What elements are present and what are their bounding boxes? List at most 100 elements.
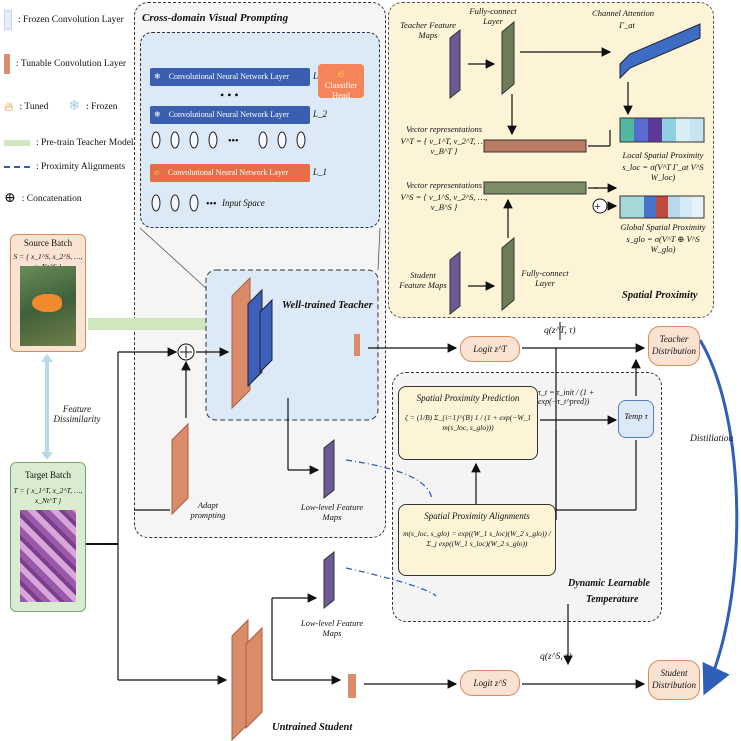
legend-frozen-layer-text: : Frozen Convolution Layer <box>18 15 124 25</box>
source-image <box>20 266 76 346</box>
target-batch-formula: T = { x_1^T, x_2^T, …, x_Nt^T } <box>13 486 83 505</box>
local-proximity-formula: s_loc = σ(V^T Γ_at V^S W_loc) <box>622 162 704 182</box>
vt-bar <box>483 139 587 153</box>
classifier-head-label: Classifier Head <box>324 80 358 100</box>
q-teacher: q(z^T, τ) <box>544 326 576 336</box>
dashdot-line-swatch <box>4 166 30 168</box>
cnn-layer-1-label: Convolutional Neural Network Layer <box>167 168 289 177</box>
feature-dissimilarity-label: Feature Dissimilarity <box>53 404 101 424</box>
student-feature-maps-label: Student Feature Maps <box>399 270 447 290</box>
teacher-feature-maps-label: Teacher Feature Maps <box>400 20 456 40</box>
cross-domain-title: Cross-domain Visual Prompting <box>142 12 289 24</box>
tunable-layer-swatch <box>4 54 10 74</box>
concat-icon: ⊕ <box>4 191 16 206</box>
vec-rep-s-label: Vector representations <box>405 180 483 190</box>
logit-teacher-text: Logit z^T <box>473 344 507 354</box>
cnn-layer-2: ❄ Convolutional Neural Network Layer <box>150 106 310 124</box>
legend-concat: ⊕ : Concatenation <box>4 190 82 207</box>
adapt-prompting-label: Adapt prompting <box>190 500 226 520</box>
spatial-proximity-graphics: + <box>449 20 705 316</box>
spp-formula: ζ = (1/B) Σ_{i=1}^{B} 1 / (1 + exp(−W_1 … <box>404 413 532 432</box>
channel-attention-label: Channel Attention <box>592 8 654 18</box>
local-proximity-title: Local Spatial Proximity <box>622 150 704 160</box>
snowflake-icon: ❄ <box>154 72 161 81</box>
input-space-label: Input Space <box>222 198 265 208</box>
distillation-label: Distillation <box>690 434 734 444</box>
low-level-label-teacher: Low-level Feature Maps <box>300 502 364 522</box>
legend-pretrain-text: : Pre-train Teacher Model <box>36 138 134 148</box>
teacher-logit-layer <box>354 334 360 356</box>
distillation-arc <box>698 339 739 696</box>
spa-formula: m(s_loc, s_glo) = exp((W_1 s_loc)(W_2 s_… <box>403 529 551 548</box>
legend-tunable-layer: : Tunable Convolution Layer <box>4 54 126 74</box>
adapt-prompting-layer <box>171 422 189 516</box>
teacher-lowlevel-map <box>323 438 335 500</box>
dlt-title-1: Dynamic Learnable <box>568 578 650 589</box>
spa-box: Spatial Proximity Alignments m(s_loc, s_… <box>398 504 556 576</box>
spp-box: Spatial Proximity Prediction ζ = (1/B) Σ… <box>398 386 538 460</box>
fc-layer-bottom-label: Fully-connect Layer <box>521 268 569 288</box>
local-proximity-block <box>619 117 705 143</box>
green-arrow-swatch <box>4 140 30 146</box>
temp-text: Temp τ <box>624 411 648 421</box>
logit-student-text: Logit z^S <box>473 678 507 688</box>
teacher-layer-3 <box>259 298 273 374</box>
dlt-title-2: Temperature <box>586 594 639 605</box>
temp-box: Temp τ <box>618 400 654 438</box>
svg-text:+: + <box>594 199 601 213</box>
layer-id-1: L_1 <box>313 167 328 177</box>
legend-frozen-text: : Frozen <box>86 101 118 112</box>
legend-proximity: : Proximity Alignments <box>4 162 125 172</box>
teacher-distribution-box: Teacher Distribution <box>648 326 700 366</box>
svg-text:•••: ••• <box>206 199 217 210</box>
prompt-nodes: ••• ••• <box>151 131 306 212</box>
student-distribution-box: Student Distribution <box>648 660 700 700</box>
target-image <box>20 510 76 602</box>
legend-proximity-text: : Proximity Alignments <box>36 162 126 172</box>
vt-formula: V^T = { v_1^T, v_2^T, …, v_B^T } <box>400 136 488 156</box>
teacher-label: Well-trained Teacher <box>282 300 373 311</box>
cnn-layer-n: ❄ Convolutional Neural Network Layer <box>150 68 310 86</box>
teacher-distribution-text: Teacher Distribution <box>651 334 696 356</box>
ellipsis-dots: • • • <box>220 88 239 102</box>
flame-icon: 🔥︎ <box>337 69 345 80</box>
low-level-label-student: Low-level Feature Maps <box>300 618 364 638</box>
svg-text:•••: ••• <box>228 136 239 147</box>
fc-layer-top-label: Fully-connect Layer <box>469 6 517 26</box>
fc-top-shape <box>501 20 515 96</box>
student-layer-2 <box>245 626 263 730</box>
global-proximity-block <box>619 195 705 219</box>
logit-student-box: Logit z^S <box>460 670 520 696</box>
legend-tuned-frozen: 🔥︎ : Tuned ❄ : Frozen <box>4 98 117 115</box>
student-logit-layer <box>348 674 356 698</box>
teacher-feature-map-shape <box>449 28 461 100</box>
frozen-layer-swatch <box>4 10 12 30</box>
proximity-curve-teacher <box>345 459 433 501</box>
vs-formula: V^S = { v_1^S, v_2^S, …, v_B^S } <box>400 192 488 212</box>
cnn-layer-n-label: Convolutional Neural Network Layer <box>168 72 289 81</box>
legend-tunable-layer-text: : Tunable Convolution Layer <box>16 59 127 69</box>
classifier-head: 🔥︎ Classifier Head <box>318 64 364 100</box>
flame-icon: 🔥︎ <box>154 168 160 177</box>
channel-attention-bar <box>619 23 701 80</box>
legend-frozen-layer: : Frozen Convolution Layer <box>4 10 124 30</box>
dissimilarity-arrow <box>41 354 53 460</box>
tau-formula: τ_t = τ_init / (1 + exp(−τ_t^pred)) <box>538 388 595 406</box>
teacher-layer-1 <box>231 276 251 410</box>
q-student: q(z^S, τ) <box>540 652 572 662</box>
channel-attention-symbol: Γ_at <box>619 20 635 30</box>
cnn-layer-1: 🔥︎ Convolutional Neural Network Layer <box>150 164 310 182</box>
legend-pretrain: : Pre-train Teacher Model <box>4 138 134 148</box>
global-proximity-formula: s_glo = σ(V^T ⊕ V^S W_glo) <box>626 234 700 254</box>
spp-title: Spatial Proximity Prediction <box>416 393 520 403</box>
student-label: Untrained Student <box>272 722 353 733</box>
legend-tuned-text: : Tuned <box>19 101 49 112</box>
flame-icon: 🔥︎ <box>4 98 14 114</box>
source-batch-title: Source Batch <box>23 238 73 248</box>
global-proximity-title: Global Spatial Proximity <box>620 222 706 232</box>
layer-id-2: L_2 <box>313 109 328 119</box>
student-distribution-text: Student Distribution <box>651 668 696 690</box>
spatial-proximity-title: Spatial Proximity <box>622 290 698 301</box>
teacher-layer-2 <box>247 288 263 388</box>
